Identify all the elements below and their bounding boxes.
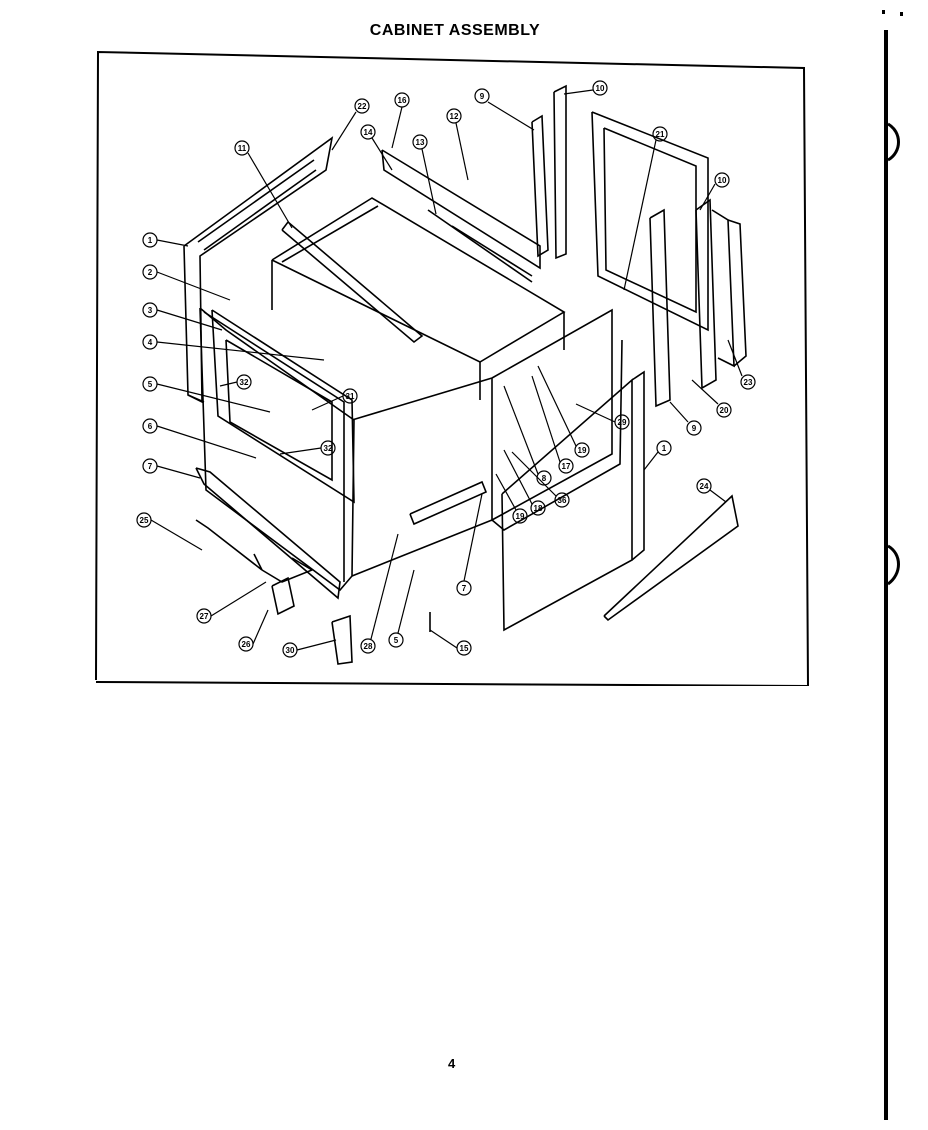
callout-number: 32 xyxy=(324,444,333,453)
callout-23: 23 xyxy=(727,339,756,390)
callout-number: 22 xyxy=(358,102,367,111)
callout-number: 14 xyxy=(364,128,373,137)
left-side-panel xyxy=(183,136,334,404)
binding-edge xyxy=(880,0,928,1130)
callout-20: 20 xyxy=(691,379,732,418)
callout-5b: 5 xyxy=(388,569,415,648)
callout-2: 2 xyxy=(142,264,231,301)
callout-number: 16 xyxy=(398,96,407,105)
callout-number: 19 xyxy=(578,446,587,455)
callout-31: 31 xyxy=(311,388,358,411)
callout-14: 14 xyxy=(360,124,393,171)
rear-top-panel xyxy=(381,149,541,283)
callout-32b: 32 xyxy=(279,440,336,456)
callout-number: 17 xyxy=(562,462,571,471)
callout-28: 28 xyxy=(360,533,399,654)
callout-9b: 9 xyxy=(669,401,702,436)
rear-tall-panels xyxy=(531,84,747,408)
page-number: 4 xyxy=(448,1056,456,1071)
callout-11: 11 xyxy=(234,140,293,229)
side-rail xyxy=(603,494,739,622)
exploded-diagram: 1 2 3 4 5 6 7 25 27 26 30 28 5 15 7 31 3… xyxy=(92,50,814,686)
callout-number: 10 xyxy=(718,176,727,185)
callouts: 1 2 3 4 5 6 7 25 27 26 30 28 5 15 7 31 3… xyxy=(136,80,756,658)
callout-number: 4 xyxy=(148,338,153,347)
callout-25: 25 xyxy=(136,512,203,551)
callout-number: 8 xyxy=(542,474,547,483)
callout-number: 3 xyxy=(148,306,153,315)
callout-32: 32 xyxy=(219,374,252,390)
right-front-panel xyxy=(501,370,645,632)
callout-22: 22 xyxy=(331,98,370,151)
callout-number: 11 xyxy=(238,144,247,153)
callout-7b: 7 xyxy=(456,493,483,596)
callout-30: 30 xyxy=(282,639,337,658)
callout-number: 1 xyxy=(662,444,667,453)
callout-3: 3 xyxy=(142,302,223,331)
page-title: CABINET ASSEMBLY xyxy=(369,22,541,39)
callout-10b: 10 xyxy=(699,172,730,211)
callout-16: 16 xyxy=(391,92,410,149)
callout-19: 19 xyxy=(537,365,590,458)
callout-number: 5 xyxy=(148,380,153,389)
oven-door-frame xyxy=(211,309,355,504)
callout-number: 5 xyxy=(394,636,399,645)
callout-number: 25 xyxy=(140,516,149,525)
callout-number: 27 xyxy=(200,612,209,621)
callout-8: 8 xyxy=(503,385,552,486)
callout-number: 9 xyxy=(480,92,485,101)
callout-number: 23 xyxy=(744,378,753,387)
callout-7: 7 xyxy=(142,458,201,479)
callout-17: 17 xyxy=(531,375,574,474)
callout-number: 1 xyxy=(148,236,153,245)
callout-number: 28 xyxy=(364,642,373,651)
callout-number: 20 xyxy=(720,406,729,415)
callout-6: 6 xyxy=(142,418,257,459)
callout-1b: 1 xyxy=(643,440,672,471)
callout-24: 24 xyxy=(696,478,727,503)
callout-number: 30 xyxy=(286,646,295,655)
kick-panel xyxy=(195,467,341,600)
callout-number: 18 xyxy=(534,504,543,513)
callout-15: 15 xyxy=(429,629,472,656)
callout-1: 1 xyxy=(142,232,189,248)
cabinet-body xyxy=(199,307,623,592)
callout-19b: 19 xyxy=(495,473,528,524)
callout-12: 12 xyxy=(446,108,469,181)
callout-number: 24 xyxy=(700,482,709,491)
callout-number: 6 xyxy=(148,422,153,431)
callout-4: 4 xyxy=(142,334,325,361)
callout-number: 36 xyxy=(558,496,567,505)
callout-number: 12 xyxy=(450,112,459,121)
callout-number: 29 xyxy=(618,418,627,427)
callout-number: 10 xyxy=(596,84,605,93)
callout-18: 18 xyxy=(503,449,546,516)
callout-26: 26 xyxy=(238,609,269,652)
callout-number: 19 xyxy=(516,512,525,521)
callout-29: 29 xyxy=(575,403,630,430)
callout-number: 15 xyxy=(460,644,469,653)
hardware-parts xyxy=(271,480,488,665)
callout-number: 26 xyxy=(242,640,251,649)
top-panel xyxy=(271,197,566,400)
callout-number: 9 xyxy=(692,424,697,433)
callout-number: 7 xyxy=(462,584,467,593)
callout-13: 13 xyxy=(412,134,437,215)
callout-10: 10 xyxy=(563,80,608,96)
callout-9: 9 xyxy=(474,88,535,131)
callout-36: 36 xyxy=(511,451,570,508)
callout-number: 7 xyxy=(148,462,153,471)
callout-number: 2 xyxy=(148,268,153,277)
diagram-border xyxy=(95,50,810,686)
callout-27: 27 xyxy=(196,581,267,624)
callout-5: 5 xyxy=(142,376,271,413)
callout-number: 21 xyxy=(656,130,665,139)
front-rail xyxy=(281,220,424,344)
callout-21: 21 xyxy=(623,126,668,291)
callout-number: 13 xyxy=(416,138,425,147)
callout-number: 31 xyxy=(346,392,355,401)
callout-number: 32 xyxy=(240,378,249,387)
